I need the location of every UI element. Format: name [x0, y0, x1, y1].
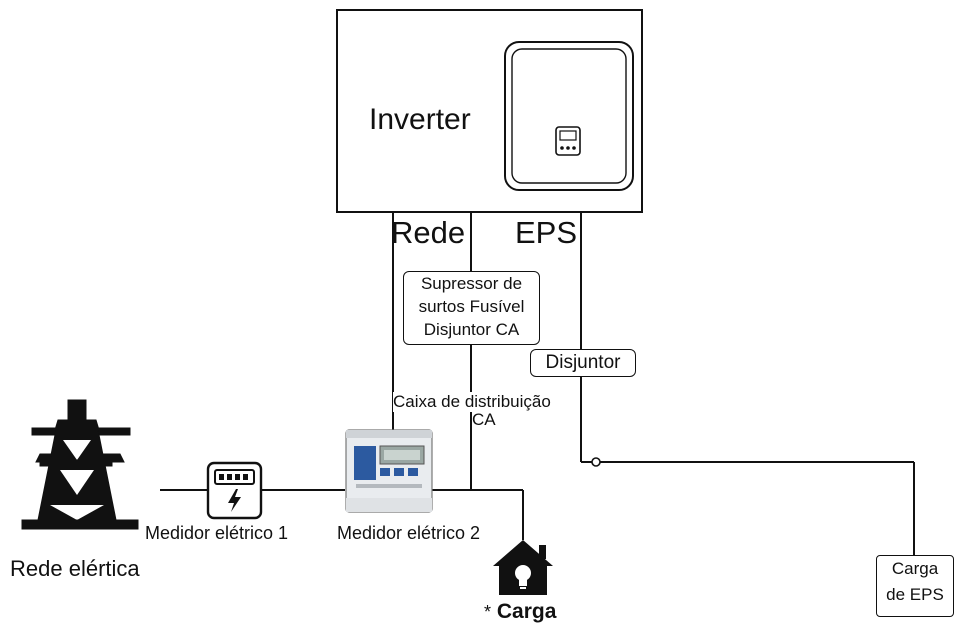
- grid-port-label: Rede: [391, 215, 466, 250]
- protection-line-3: Disjuntor CA: [423, 320, 520, 339]
- distribution-label-1: Caixa de distribuição: [393, 392, 551, 412]
- inverter-label: Inverter: [369, 103, 471, 136]
- meter2-label: Medidor elétrico 2: [337, 523, 481, 543]
- eps-load-line-1: Carga: [891, 559, 939, 578]
- grid-label: Rede elértica: [10, 556, 140, 581]
- breaker-box: Disjuntor: [530, 349, 636, 377]
- house-bulb-icon: [493, 540, 553, 595]
- eps-junction: [591, 457, 601, 467]
- load-label: * Carga: [484, 600, 556, 624]
- breaker-label: Disjuntor: [545, 352, 621, 373]
- protection-box: Supressor de surtos Fusível Disjuntor CA: [403, 271, 540, 345]
- load-text: Carga: [496, 600, 557, 623]
- load-asterisk: *: [484, 602, 492, 622]
- meter1-icon: [206, 461, 263, 520]
- protection-line-2: surtos Fusível: [418, 297, 525, 316]
- eps-load-box: Carga de EPS: [876, 555, 954, 617]
- distribution-label-2: CA: [472, 410, 496, 430]
- eps-port-label: EPS: [515, 215, 578, 250]
- transmission-tower-icon: [21, 399, 139, 530]
- inverter-device-icon: [504, 41, 634, 191]
- meter1-label: Medidor elétrico 1: [145, 523, 289, 543]
- eps-load-line-2: de EPS: [886, 585, 944, 604]
- protection-line-1: Supressor de: [420, 274, 523, 293]
- meter2-device-icon: [345, 429, 433, 513]
